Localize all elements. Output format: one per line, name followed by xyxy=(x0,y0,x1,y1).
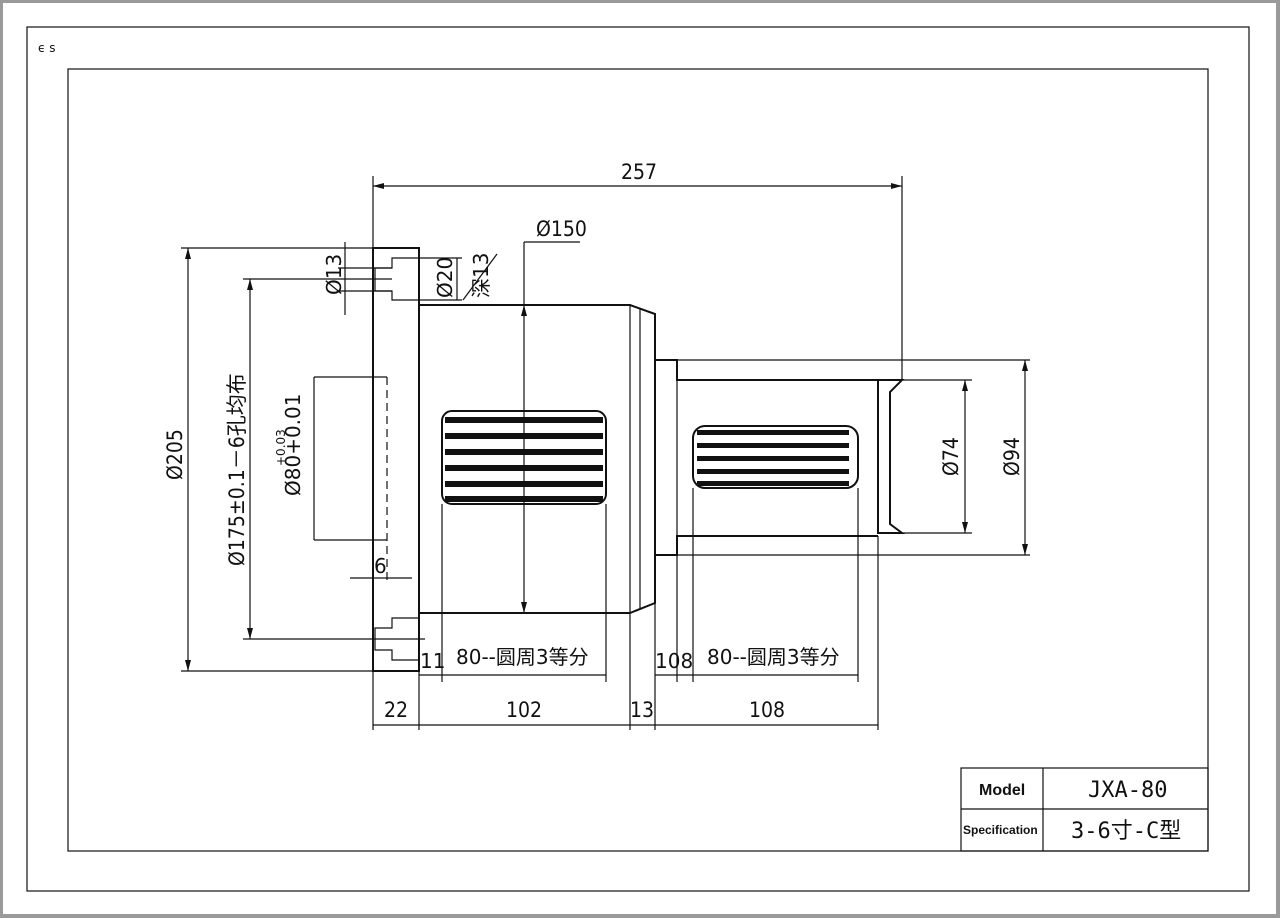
dim-flange-diameter: Ø150 xyxy=(536,217,587,241)
dim-108-left: 108 xyxy=(655,649,693,673)
dim-11: 11 xyxy=(420,649,445,673)
dim-len-108: 108 xyxy=(749,698,785,722)
keyway-note-1: 80--圆周3等分 xyxy=(456,645,589,669)
dim-pilot-tolerance: +0.03 xyxy=(274,429,288,466)
keyway-note-2: 80--圆周3等分 xyxy=(707,645,840,669)
spec-value: 3-6寸-C型 xyxy=(1071,819,1181,844)
sheet-border xyxy=(26,26,1250,892)
dim-pilot-depth: 6 xyxy=(374,554,387,578)
dim-counterbore-depth: 深13 xyxy=(469,253,493,298)
dim-len-102: 102 xyxy=(506,698,542,722)
model-value: JXA-80 xyxy=(1088,778,1167,803)
body-outline xyxy=(419,304,656,614)
dim-bolt-circle: Ø175±0.1－6孔均布 xyxy=(225,373,249,566)
dim-len-13: 13 xyxy=(630,698,654,722)
dim-hole-diameter: Ø13 xyxy=(322,254,346,295)
dim-outer-diameter: Ø205 xyxy=(163,429,187,480)
dim-len-22: 22 xyxy=(384,698,408,722)
dim-shaft-outer-diameter: Ø94 xyxy=(1000,437,1024,476)
dim-pilot-diameter: Ø80+0.01 xyxy=(281,394,305,496)
keyway-2 xyxy=(692,425,859,489)
flange-outline xyxy=(372,247,420,672)
dim-shaft-diameter: Ø74 xyxy=(939,437,963,476)
corner-mark: ϵ s xyxy=(38,41,55,55)
dim-overall-length: 257 xyxy=(621,160,657,184)
spec-label: Specification xyxy=(963,823,1038,837)
dim-counterbore-diameter: Ø20 xyxy=(433,257,457,298)
title-block xyxy=(960,767,1209,852)
drawing-border xyxy=(67,68,1209,852)
model-label: Model xyxy=(979,782,1025,799)
dimension-lines xyxy=(181,176,1028,730)
